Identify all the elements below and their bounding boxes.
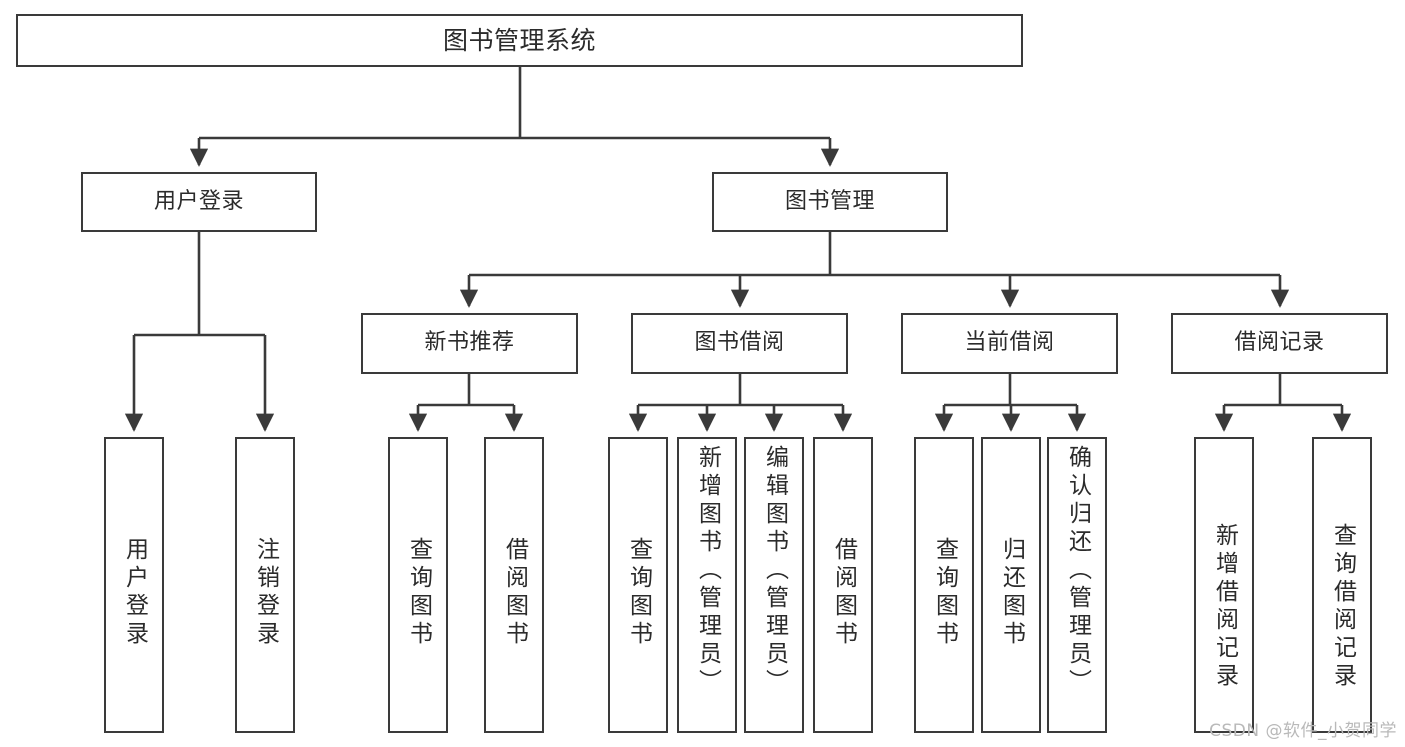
leaf-confirm-return-admin[interactable]: 确认归还（管理员） xyxy=(1047,437,1107,733)
leaf-new-book-borrow[interactable]: 借阅图书 xyxy=(484,437,544,733)
node-root-label: 图书管理系统 xyxy=(442,25,596,55)
node-book-borrow[interactable]: 图书借阅 xyxy=(631,313,848,374)
leaf-add-book-admin-label: 新增图书（管理员） xyxy=(694,445,721,697)
leaf-new-book-borrow-label: 借阅图书 xyxy=(501,537,528,649)
node-borrow-record[interactable]: 借阅记录 xyxy=(1171,313,1388,374)
leaf-return-book-label: 归还图书 xyxy=(998,537,1025,649)
node-root[interactable]: 图书管理系统 xyxy=(16,14,1023,67)
node-current-borrow[interactable]: 当前借阅 xyxy=(901,313,1118,374)
leaf-current-query-book[interactable]: 查询图书 xyxy=(914,437,974,733)
node-user-login[interactable]: 用户登录 xyxy=(81,172,317,232)
node-user-login-label: 用户登录 xyxy=(153,188,244,214)
leaf-add-borrow-record-label: 新增借阅记录 xyxy=(1211,523,1238,691)
leaf-confirm-return-admin-label: 确认归还（管理员） xyxy=(1064,445,1091,697)
leaf-new-book-query[interactable]: 查询图书 xyxy=(388,437,448,733)
leaf-edit-book-admin[interactable]: 编辑图书（管理员） xyxy=(744,437,804,733)
leaf-user-login[interactable]: 用户登录 xyxy=(104,437,164,733)
leaf-new-book-query-label: 查询图书 xyxy=(405,537,432,649)
leaf-logout[interactable]: 注销登录 xyxy=(235,437,295,733)
leaf-query-borrow-record-label: 查询借阅记录 xyxy=(1329,523,1356,691)
leaf-borrow-query-book[interactable]: 查询图书 xyxy=(608,437,668,733)
leaf-add-borrow-record[interactable]: 新增借阅记录 xyxy=(1194,437,1254,733)
watermark: CSDN @软件_小贺同学 xyxy=(1209,721,1397,741)
node-book-management-label: 图书管理 xyxy=(784,188,875,214)
leaf-current-query-book-label: 查询图书 xyxy=(931,537,958,649)
leaf-user-login-label: 用户登录 xyxy=(121,537,148,649)
leaf-borrow-query-book-label: 查询图书 xyxy=(625,537,652,649)
node-book-management[interactable]: 图书管理 xyxy=(712,172,948,232)
leaf-edit-book-admin-label: 编辑图书（管理员） xyxy=(761,445,788,697)
leaf-query-borrow-record[interactable]: 查询借阅记录 xyxy=(1312,437,1372,733)
node-new-book-recommend-label: 新书推荐 xyxy=(424,330,515,356)
node-borrow-record-label: 借阅记录 xyxy=(1234,330,1325,356)
leaf-borrow-book-action-label: 借阅图书 xyxy=(830,537,857,649)
leaf-add-book-admin[interactable]: 新增图书（管理员） xyxy=(677,437,737,733)
node-current-borrow-label: 当前借阅 xyxy=(964,330,1055,356)
leaf-borrow-book-action[interactable]: 借阅图书 xyxy=(813,437,873,733)
node-book-borrow-label: 图书借阅 xyxy=(694,330,785,356)
leaf-logout-label: 注销登录 xyxy=(252,537,279,649)
leaf-return-book[interactable]: 归还图书 xyxy=(981,437,1041,733)
node-new-book-recommend[interactable]: 新书推荐 xyxy=(361,313,578,374)
